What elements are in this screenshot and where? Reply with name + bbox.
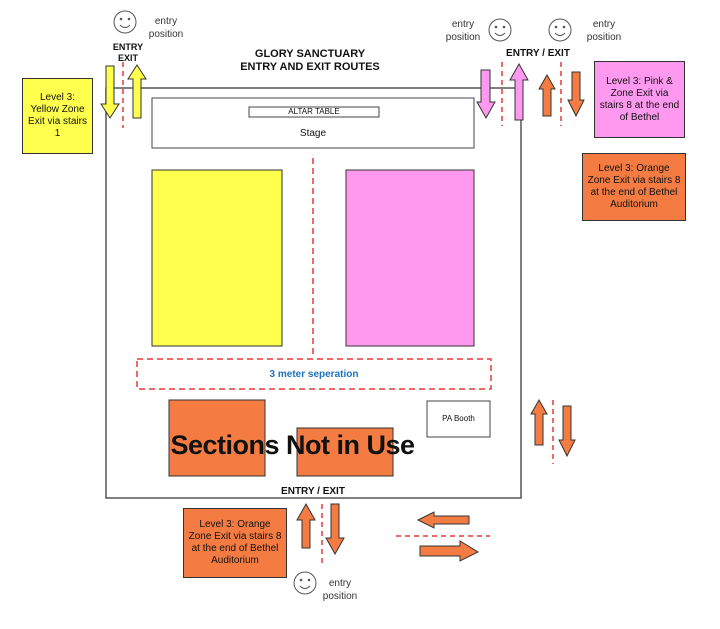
sections-not-in-use-label: Sections Not in Use bbox=[170, 430, 415, 460]
altar-table bbox=[248, 106, 380, 118]
orange-zone-note-right-text: Level 3: Orange Zone Exit via stairs 8 a… bbox=[587, 163, 681, 210]
arrow-down-icon bbox=[325, 503, 345, 556]
yellow-zone bbox=[151, 169, 283, 347]
stage-area bbox=[151, 97, 475, 149]
arrow-right-icon bbox=[419, 540, 480, 562]
entry-position-label: entry position bbox=[148, 16, 184, 40]
arrow-up-icon bbox=[530, 398, 548, 446]
title-line-1: GLORY SANCTUARY bbox=[254, 48, 366, 60]
orange-zone-note-bottom-text: Level 3: Orange Zone Exit via stairs 8 a… bbox=[188, 519, 282, 566]
altar-table-label: ALTAR TABLE bbox=[288, 107, 340, 116]
pink-zone-note-text: Level 3: Pink & Zone Exit via stairs 8 a… bbox=[599, 75, 680, 123]
arrow-up-icon bbox=[509, 62, 529, 121]
title-line-2: ENTRY AND EXIT ROUTES bbox=[240, 60, 380, 73]
yellow-zone-note: Level 3: Yellow Zone Exit via stairs 1 bbox=[22, 78, 93, 154]
separation-zone bbox=[136, 358, 492, 390]
arrow-down-icon bbox=[567, 71, 585, 118]
unused-section-left bbox=[168, 399, 266, 477]
entry-exit-top-right-label: ENTRY / EXIT bbox=[506, 48, 570, 59]
separation-label: 3 meter seperation bbox=[269, 369, 359, 380]
smiley-icon bbox=[488, 18, 512, 42]
smiley-icon bbox=[293, 571, 317, 595]
orange-zone-note-right: Level 3: Orange Zone Exit via stairs 8 a… bbox=[582, 153, 686, 221]
diagram-title: GLORY SANCTUARY ENTRY AND EXIT ROUTES bbox=[210, 48, 410, 73]
pink-zone bbox=[345, 169, 475, 347]
entry-position-label: entry position bbox=[586, 19, 622, 43]
arrow-up-icon bbox=[538, 73, 556, 117]
arrow-up-icon bbox=[127, 64, 147, 119]
pink-zone-note: Level 3: Pink & Zone Exit via stairs 8 a… bbox=[594, 61, 685, 138]
pa-booth-label: PA Booth bbox=[442, 414, 475, 423]
arrow-left-icon bbox=[416, 511, 470, 529]
arrow-down-icon bbox=[558, 405, 576, 458]
unused-section-right bbox=[296, 427, 394, 477]
yellow-zone-note-text: Level 3: Yellow Zone Exit via stairs 1 bbox=[28, 92, 87, 139]
stage-label: Stage bbox=[299, 128, 327, 139]
smiley-icon bbox=[113, 10, 137, 34]
pa-booth bbox=[426, 400, 491, 438]
arrow-down-icon bbox=[476, 69, 496, 120]
sanctuary-outline bbox=[105, 87, 522, 499]
entry-position-label: entry position bbox=[322, 578, 358, 602]
entry-exit-bottom-label: ENTRY / EXIT bbox=[281, 486, 345, 497]
smiley-icon bbox=[548, 18, 572, 42]
arrow-up-icon bbox=[296, 502, 316, 549]
entry-position-label: entry position bbox=[445, 19, 481, 43]
orange-zone-note-bottom: Level 3: Orange Zone Exit via stairs 8 a… bbox=[183, 508, 287, 578]
entry-exit-top-left-label: ENTRY EXIT bbox=[112, 42, 144, 63]
arrow-down-icon bbox=[100, 65, 120, 119]
